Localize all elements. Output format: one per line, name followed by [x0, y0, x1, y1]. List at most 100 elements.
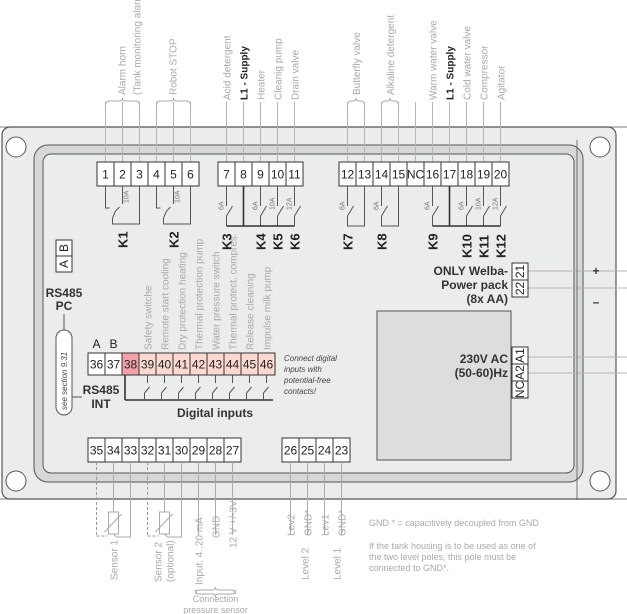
terminal-3-label: 3	[136, 168, 143, 182]
rs485-int-header-a: A	[92, 337, 100, 351]
terminal-24-label: 24	[318, 444, 332, 458]
rs485-pc-label-2: PC	[56, 299, 73, 313]
label-tank-monitoring-alarm: (Tank monitoring alarm)	[133, 0, 144, 95]
terminal-23-label: 23	[335, 444, 349, 458]
label-butterfly-valve: Butterfly valve	[352, 32, 363, 95]
label-terminal-18: Cold water valve	[463, 26, 474, 100]
terminal-32-label: 32	[141, 444, 155, 458]
terminal-18-label: 18	[460, 168, 474, 182]
brace-alkaline-detergent	[381, 97, 399, 106]
terminal-35-label: 35	[90, 444, 104, 458]
brace-pressure-sensor-shape	[195, 589, 236, 598]
relay-K5-label: K5	[271, 233, 286, 250]
relay-K1-nc	[105, 186, 110, 209]
brace-butterfly-valve	[347, 97, 365, 106]
sensor-2-wire-b	[164, 462, 182, 538]
terminal-33-label: 33	[124, 444, 138, 458]
terminal-nc-ac	[511, 380, 529, 399]
terminal-9-label: 9	[257, 168, 264, 182]
terminal-4-label: 4	[153, 168, 160, 182]
label-lev2: Lev2	[287, 514, 298, 536]
label-terminal-11: Drain valve	[291, 50, 302, 100]
relay-K4-contact	[260, 205, 267, 217]
rs485-int-label: RS485	[83, 383, 120, 397]
relay-K9-rating: 6A	[425, 201, 432, 210]
ac-label-line-2: (50-60)Hz	[455, 366, 508, 380]
di-contact-44	[229, 386, 235, 394]
terminal-41-label: 41	[175, 358, 189, 372]
terminal-14-label: 14	[375, 168, 389, 182]
relay-K3-rating: 6A	[219, 201, 226, 210]
digital-input-note-line-3: potential-free	[283, 376, 331, 385]
digital-inputs-title: Digital inputs	[177, 406, 253, 420]
relay-K2-nc	[156, 186, 161, 209]
terminal-16-label: 16	[426, 168, 440, 182]
digital-input-label-45: Release cleaning	[246, 273, 257, 350]
relay-K9-label: K9	[426, 233, 441, 250]
terminal-1-label: 1	[102, 168, 109, 182]
relay-K6-label: K6	[288, 233, 303, 250]
note-tank-line-1: If the tank housing is to be used as one…	[369, 541, 536, 551]
see-section-text: see section 9.31	[60, 352, 69, 410]
label-input-4-20ma: Input. 4..20 mA	[195, 517, 206, 585]
rs485-int-label-2: INT	[91, 397, 111, 411]
terminal-37-label: 37	[107, 358, 121, 372]
terminal-17-label: 17	[443, 168, 457, 182]
digital-input-label-43: Water pressure switch	[212, 251, 223, 350]
see-section-capsule	[55, 329, 73, 416]
brace-robot-stop	[156, 97, 191, 106]
note-gnd-star: GND * = capacitively decoupled from GND	[369, 518, 539, 528]
label-robot-stop: Robot STOP	[169, 38, 180, 95]
digital-input-label-46: Impulse milk pump	[263, 266, 274, 350]
relay-K6-rating: 12A	[287, 197, 294, 210]
terminal-22	[511, 279, 529, 298]
label-lev1: Lev1	[321, 514, 332, 536]
terminal-43-label: 43	[209, 358, 223, 372]
di-contact-40	[161, 386, 167, 394]
terminal-11-label: 11	[288, 168, 301, 182]
relay-K7-contact	[347, 205, 354, 217]
label-sensor-1: Sensor 1	[110, 540, 121, 580]
label-gnd: GND	[212, 516, 223, 538]
di-contact-39	[144, 386, 150, 394]
label-pressure-sensor: pressure sensor	[183, 605, 248, 614]
label-alkaline-detergent: Alkaline detergent	[386, 15, 397, 95]
digital-input-label-41: Dry protection heating	[178, 252, 189, 350]
relay-K10-contact	[466, 205, 473, 217]
note-tank-line-2: the two level poles, this pole must be	[369, 552, 516, 562]
relay-K10-label: K10	[460, 234, 475, 258]
label-gnd-25: GND*	[304, 510, 315, 536]
label-level-1: Level 1	[333, 547, 344, 580]
label-terminal-17: L1 - Supply	[446, 46, 457, 100]
di-contact-41	[178, 386, 184, 394]
relay-K1-contact	[112, 206, 120, 219]
relay-K8-rating: 6A	[374, 201, 381, 210]
label-terminal-9: Heater	[257, 69, 268, 100]
digital-input-note-line-1: Connect digital	[284, 354, 337, 363]
relay-K4-rating: 6A	[253, 201, 260, 210]
terminal-26-label: 26	[284, 444, 298, 458]
relay-K7-loop	[347, 186, 365, 227]
terminal-38-label: 38	[124, 358, 138, 372]
terminal-NC-label: NC	[407, 168, 425, 182]
terminal-10-label: 10	[271, 168, 285, 182]
relay-K1-rating: 10A	[124, 190, 131, 203]
relay-K12-rating: 12A	[493, 197, 500, 210]
battery-label-line-3: (8x AA)	[466, 292, 508, 306]
relay-K11-rating: 10A	[476, 197, 483, 210]
relay-K8-label: K8	[375, 233, 390, 250]
sensor-1-resistor-slash	[104, 513, 122, 533]
terminal-15-label: 15	[392, 168, 406, 182]
rs485-int-header-b: B	[109, 337, 117, 351]
terminal-45-label: 45	[243, 358, 257, 372]
display-area	[376, 310, 512, 461]
terminal-6-label: 6	[187, 168, 194, 182]
relay-K1-label: K1	[116, 231, 131, 248]
mount-hole-bottom-right	[589, 470, 611, 492]
relay-K7-label: K7	[341, 233, 356, 250]
terminal-7-label: 7	[223, 168, 230, 182]
terminal-44-label: 44	[226, 358, 240, 372]
battery-plus-sign: +	[592, 264, 599, 278]
terminal-36-label: 36	[90, 358, 104, 372]
